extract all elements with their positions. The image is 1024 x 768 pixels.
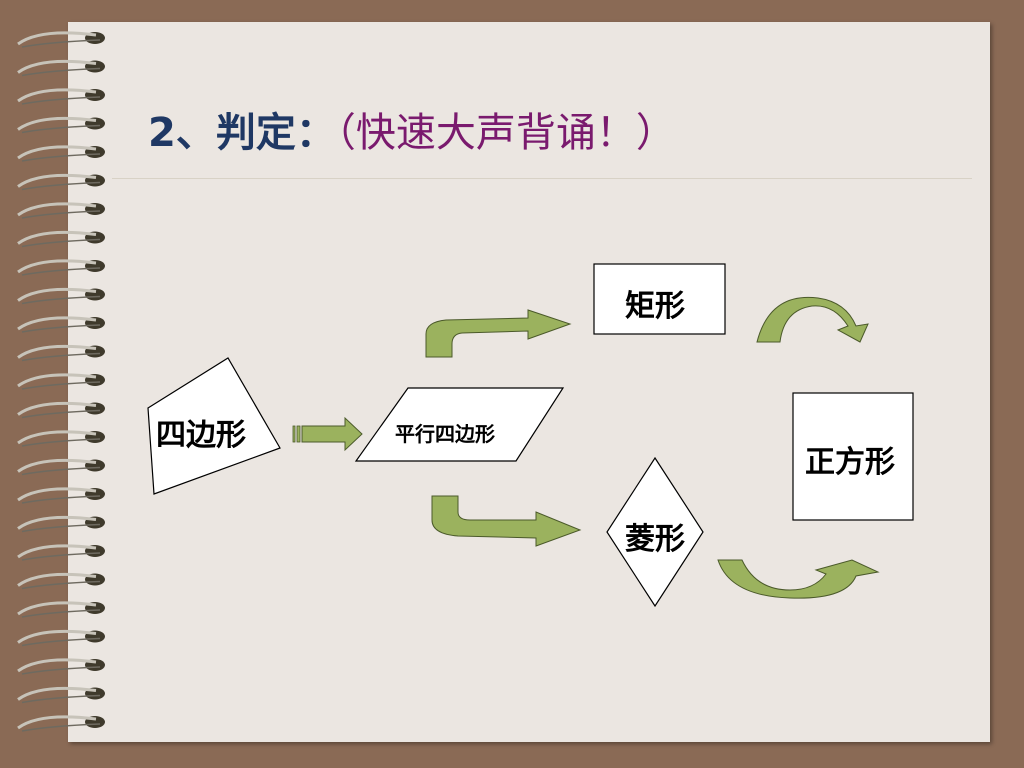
title-note: （快速大声背诵！）	[335, 110, 676, 156]
arrow-parallelogram-to-rhombus	[431, 495, 582, 547]
spiral-ring	[17, 173, 105, 191]
arrow-rhombus-to-square	[717, 559, 880, 599]
spiral-ring	[17, 373, 105, 390]
parallelogram-label: 平行四边形	[395, 422, 495, 446]
spiral-ring	[17, 572, 105, 590]
rhombus-label: 菱形	[625, 522, 685, 557]
spiral-binding	[17, 31, 105, 732]
arrow-parallelogram-to-rectangle	[425, 309, 572, 358]
spiral-ring	[17, 145, 105, 162]
spiral-ring	[17, 629, 105, 647]
spiral-ring	[17, 88, 105, 105]
spiral-ring	[17, 544, 105, 561]
spiral-ring	[17, 515, 105, 533]
quadrilateral-shape	[147, 357, 281, 495]
spiral-ring	[17, 59, 105, 77]
spiral-ring	[17, 487, 105, 504]
spiral-ring	[17, 344, 105, 362]
spiral-ring	[17, 430, 105, 447]
spiral-ring	[17, 230, 105, 248]
spiral-ring	[17, 458, 105, 476]
spiral-ring	[17, 31, 105, 48]
rectangle-shape	[593, 263, 726, 335]
spiral-ring	[17, 686, 105, 704]
spiral-ring	[17, 658, 105, 675]
title-divider	[112, 178, 972, 179]
spiral-ring	[17, 116, 105, 134]
rectangle-label: 矩形	[625, 289, 685, 324]
spiral-ring	[17, 202, 105, 219]
parallelogram-shape	[354, 387, 565, 462]
arrow-rectangle-to-square	[756, 296, 869, 343]
spiral-ring	[17, 316, 105, 333]
arrow-quadrilateral-to-parallelogram	[292, 416, 363, 452]
spiral-ring	[17, 287, 105, 305]
spiral-ring	[17, 601, 105, 618]
quadrilateral-label: 四边形	[156, 418, 246, 453]
spiral-ring	[17, 259, 105, 276]
rhombus-shape	[606, 456, 704, 608]
spiral-ring	[17, 715, 105, 732]
square-label: 正方形	[805, 445, 895, 480]
slide-title: 2、判定：（快速大声背诵！）	[148, 100, 676, 158]
spiral-ring	[17, 401, 105, 419]
square-shape	[792, 392, 914, 521]
title-prefix: 2、判定：	[148, 110, 336, 156]
